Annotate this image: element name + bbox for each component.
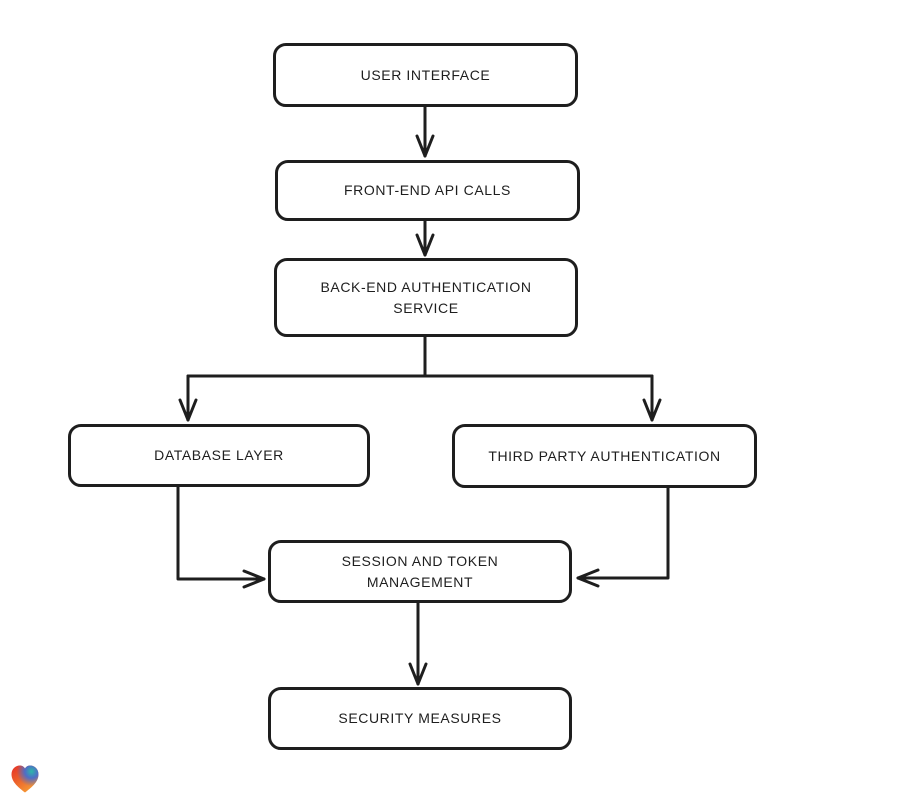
edge-database-to-session [176, 485, 266, 589]
node-label: USER INTERFACE [360, 66, 491, 83]
node-label: THIRD PARTY AUTHENTICATION [488, 447, 721, 464]
edge-session-to-security [408, 601, 428, 686]
node-label: BACK-END AUTHENTICATION SERVICE [320, 278, 532, 316]
node-database-layer: DATABASE LAYER [68, 424, 370, 487]
node-label: DATABASE LAYER [154, 447, 284, 463]
edge-back-end-branch [178, 335, 662, 422]
edge-user-interface-to-front-end [415, 105, 435, 158]
node-label: SECURITY MEASURES [338, 710, 502, 726]
edge-front-end-to-back-end [415, 219, 435, 257]
node-session-and-token-management: SESSION AND TOKEN MANAGEMENT [268, 540, 572, 603]
node-back-end-authentication-service: BACK-END AUTHENTICATION SERVICE [274, 258, 578, 337]
node-user-interface: USER INTERFACE [273, 43, 578, 107]
node-label: SESSION AND TOKEN MANAGEMENT [341, 552, 499, 590]
node-third-party-authentication: THIRD PARTY AUTHENTICATION [452, 424, 757, 488]
node-label: FRONT-END API CALLS [344, 182, 511, 198]
heart-icon [7, 761, 43, 797]
node-security-measures: SECURITY MEASURES [268, 687, 572, 750]
edge-third-party-to-session [576, 486, 670, 588]
node-front-end-api-calls: FRONT-END API CALLS [275, 160, 580, 221]
